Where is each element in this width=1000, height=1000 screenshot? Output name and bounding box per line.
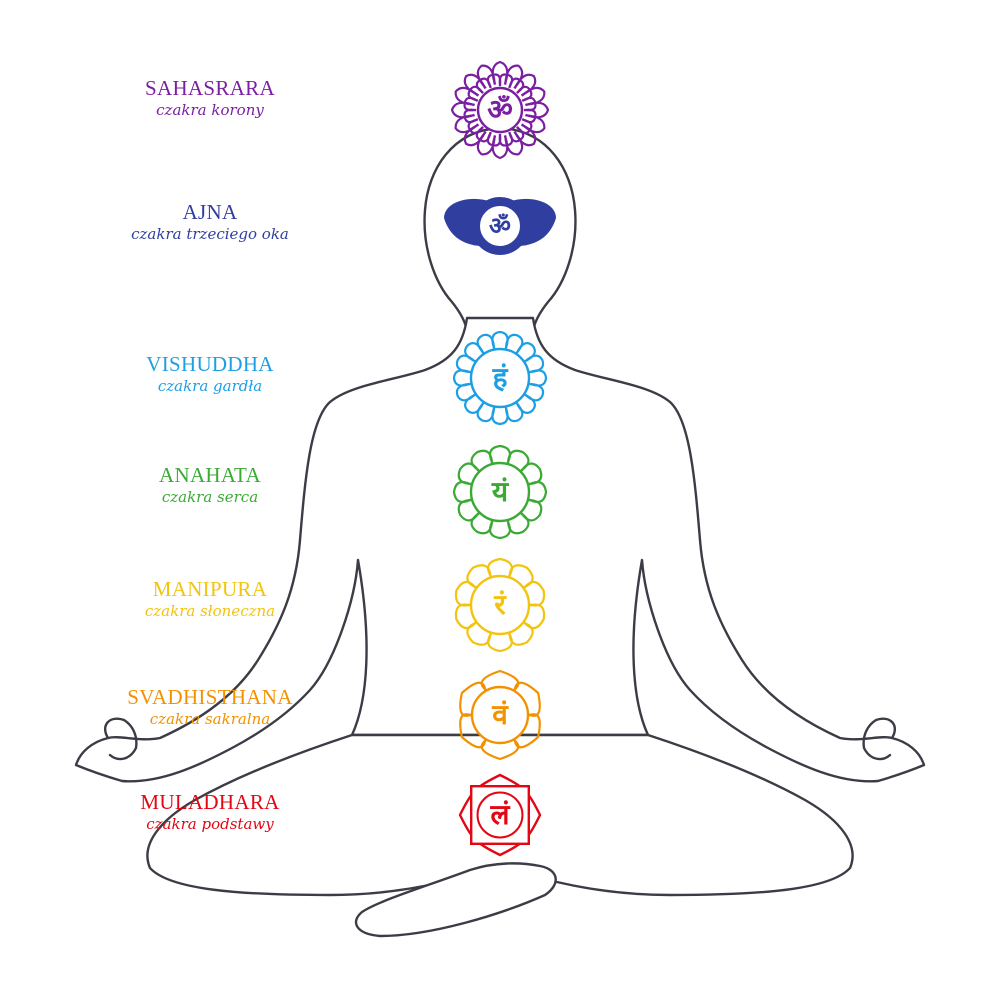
chakra-name: ANAHATA bbox=[159, 463, 261, 487]
chakra-name: SVADHISTHANA bbox=[127, 685, 293, 709]
chakra-bija-symbol: ॐ bbox=[489, 212, 511, 240]
petal bbox=[476, 333, 496, 355]
chakra-bija-symbol: रं bbox=[493, 588, 507, 621]
chakra-label-svadhisthana: SVADHISTHANA czakra sakralna bbox=[60, 685, 360, 729]
chakra-label-sahasrara: SAHASRARA czakra korony bbox=[60, 76, 360, 120]
chakra-bija-symbol: हं bbox=[492, 361, 509, 394]
inner-circle bbox=[469, 347, 531, 409]
petal bbox=[459, 681, 487, 717]
inner-circle bbox=[478, 204, 522, 248]
chakra-name: SAHASRARA bbox=[145, 76, 275, 100]
petal bbox=[521, 96, 537, 112]
chakra-label-ajna: AJNA czakra trzeciego oka bbox=[60, 200, 360, 244]
chakra-symbol-manipura: रं bbox=[454, 557, 546, 653]
inner-circle bbox=[476, 86, 524, 134]
chakra-bija-symbol: ॐ bbox=[487, 93, 513, 126]
inner-circle bbox=[469, 574, 531, 636]
chakra-subtitle: czakra serca bbox=[161, 488, 259, 506]
chakra-label-vishuddha: VISHUDDHA czakra gardła bbox=[60, 352, 360, 396]
chakra-bija-symbol: लं bbox=[490, 798, 511, 831]
chakra-subtitle: czakra podstawy bbox=[146, 815, 274, 833]
chakra-subtitle: czakra gardła bbox=[157, 377, 263, 395]
chakra-label-anahata: ANAHATA czakra serca bbox=[60, 463, 360, 507]
chakra-subtitle: czakra trzeciego oka bbox=[131, 225, 289, 243]
chakra-symbol-muladhara: लं bbox=[458, 773, 542, 857]
inner-circle bbox=[469, 461, 531, 523]
chakra-subtitle: czakra korony bbox=[156, 101, 264, 119]
chakra-name: MULADHARA bbox=[140, 790, 280, 814]
chakra-name: MANIPURA bbox=[152, 577, 268, 601]
inner-circle bbox=[470, 685, 530, 745]
petal bbox=[466, 564, 492, 589]
chakra-label-manipura: MANIPURA czakra słoneczna bbox=[60, 577, 360, 621]
chakra-subtitle: czakra sakralna bbox=[149, 710, 271, 728]
chakra-symbol-vishuddha: हं bbox=[452, 330, 548, 426]
chakra-symbol-sahasrara: ॐ bbox=[450, 60, 550, 160]
chakra-symbol-svadhisthana: वं bbox=[459, 669, 541, 761]
chakra-name: VISHUDDHA bbox=[146, 352, 274, 376]
chakra-subtitle: czakra słoneczna bbox=[144, 602, 276, 620]
chakra-symbol-ajna: ॐ bbox=[444, 197, 556, 255]
chakra-name: AJNA bbox=[182, 200, 238, 224]
chakra-label-muladhara: MULADHARA czakra podstawy bbox=[60, 790, 360, 834]
petal bbox=[470, 449, 494, 473]
chakra-bija-symbol: वं bbox=[491, 698, 509, 731]
inner-circle bbox=[476, 791, 524, 839]
chakra-symbol-anahata: यं bbox=[452, 444, 548, 540]
chakra-bija-symbol: यं bbox=[491, 475, 510, 508]
